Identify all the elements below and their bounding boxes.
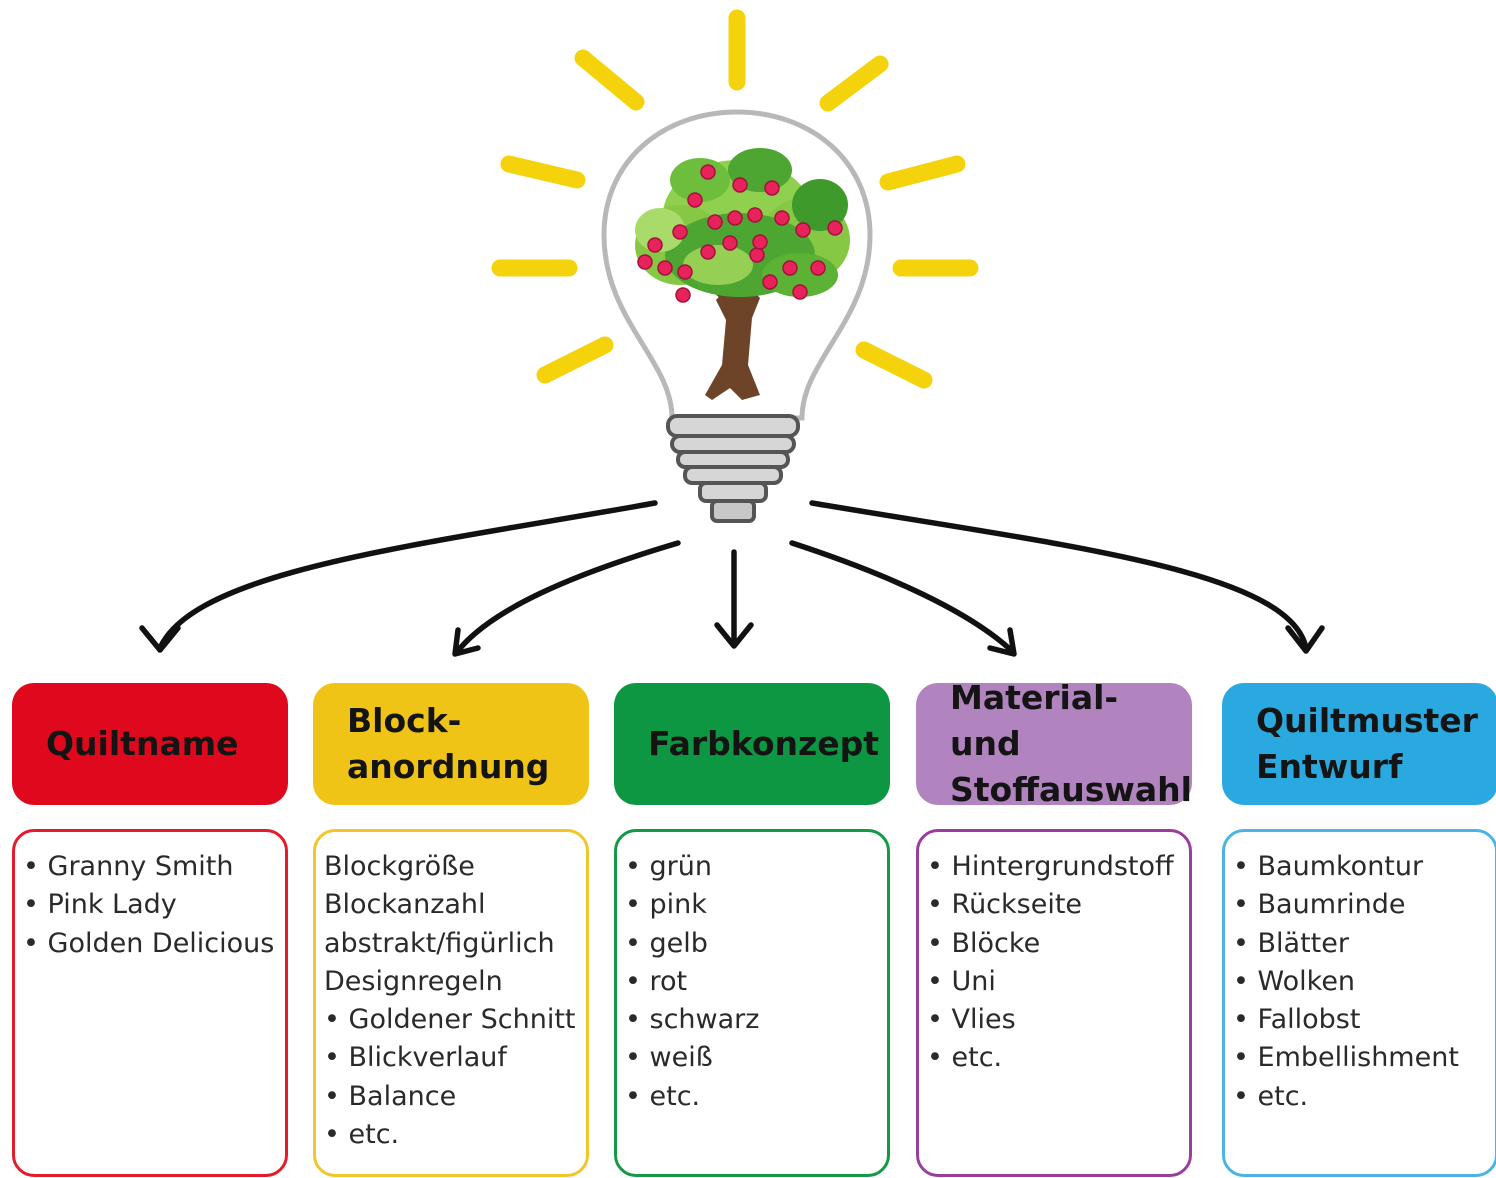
- list-item: rot: [625, 963, 881, 1001]
- list-item: Blockgröße: [324, 851, 475, 882]
- list-item: Fallobst: [1233, 1001, 1489, 1039]
- list-item: Blockanzahl: [324, 889, 486, 921]
- list-item: etc.: [927, 1039, 1183, 1077]
- arrow-to-quiltmuster: [809, 500, 1309, 651]
- list-item: Blöcke: [927, 925, 1183, 963]
- arrowhead-blockanordnung: [452, 627, 481, 657]
- category-title: Farbkonzept: [648, 724, 879, 763]
- category-list: BaumkonturBaumrindeBlätterWolkenFallobst…: [1233, 848, 1489, 1116]
- light-rays: [491, 9, 979, 389]
- category-list-box: grünpinkgelbrotschwarzweißetc.: [614, 829, 890, 1177]
- category-list-box: Granny SmithPink LadyGolden Delicious: [12, 829, 288, 1177]
- category-header: Farbkonzept: [614, 683, 890, 805]
- arrowhead-quiltmuster: [1285, 625, 1325, 654]
- category-list-box: BaumkonturBaumrindeBlätterWolkenFallobst…: [1222, 829, 1496, 1177]
- list-item: gelb: [625, 925, 881, 963]
- arrow-to-blockanordnung: [454, 540, 681, 655]
- category-title: Quiltname: [46, 724, 239, 763]
- category-title: Block- anordnung: [347, 701, 550, 786]
- list-item: weiß: [625, 1039, 881, 1077]
- diagram-artwork: [139, 9, 1325, 657]
- list-item: Blickverlauf: [324, 1039, 580, 1077]
- category-list-box: HintergrundstoffRückseiteBlöckeUniVliese…: [916, 829, 1192, 1177]
- apples: [637, 164, 843, 303]
- arrows: [139, 500, 1325, 657]
- list-item: Baumrinde: [1233, 886, 1489, 924]
- arrowhead-farbkonzept: [714, 622, 754, 649]
- category-header: Quiltmuster Entwurf: [1222, 683, 1496, 805]
- category-header: Block- anordnung: [313, 683, 589, 805]
- list-item: abstrakt/figürlich: [324, 927, 555, 959]
- list-item: Designregeln: [324, 965, 503, 997]
- list-item: Wolken: [1233, 963, 1489, 1001]
- light-ray: [819, 55, 889, 112]
- arrowhead-quiltname: [139, 625, 181, 653]
- light-ray: [855, 341, 933, 389]
- list-item: Golden Delicious: [23, 925, 279, 963]
- category-list: grünpinkgelbrotschwarzweißetc.: [625, 848, 881, 1116]
- list-item: etc.: [625, 1078, 881, 1116]
- list-item: Embellishment: [1233, 1039, 1489, 1077]
- list-item: Rückseite: [927, 886, 1183, 924]
- list-item: Uni: [927, 963, 1183, 1001]
- light-ray: [879, 155, 966, 191]
- light-ray: [536, 336, 614, 384]
- category-list: Granny SmithPink LadyGolden Delicious: [23, 848, 279, 963]
- list-item: Hintergrundstoff: [927, 848, 1183, 886]
- category-quiltname: Quiltname Granny SmithPink LadyGolden De…: [12, 683, 288, 1177]
- list-item: Balance: [324, 1078, 580, 1116]
- list-item: etc.: [1233, 1078, 1489, 1116]
- category-header: Material- und Stoffauswahl: [916, 678, 1192, 809]
- arrow-to-material: [789, 540, 1015, 654]
- list-item: Goldener Schnitt: [324, 1001, 580, 1039]
- light-ray: [500, 155, 586, 189]
- category-list: HintergrundstoffRückseiteBlöckeUniVliese…: [927, 848, 1183, 1078]
- light-ray: [574, 49, 645, 111]
- list-item: Vlies: [927, 1001, 1183, 1039]
- category-material-stoffauswahl: Material- und Stoffauswahl Hintergrundst…: [916, 678, 1192, 1177]
- list-item: pink: [625, 886, 881, 924]
- category-quiltmuster-entwurf: Quiltmuster Entwurf BaumkonturBaumrindeB…: [1222, 683, 1496, 1177]
- list-item: Baumkontur: [1233, 848, 1489, 886]
- arrowhead-material: [987, 627, 1017, 657]
- arrow-to-quiltname: [157, 500, 658, 651]
- list-item: Blätter: [1233, 925, 1489, 963]
- list-item: Pink Lady: [23, 886, 279, 924]
- list-item: Granny Smith: [23, 848, 279, 886]
- list-item: etc.: [324, 1116, 580, 1154]
- category-title: Quiltmuster Entwurf: [1256, 701, 1478, 786]
- list-item: grün: [625, 848, 881, 886]
- list-item: schwarz: [625, 1001, 881, 1039]
- category-title: Material- und Stoffauswahl: [950, 678, 1192, 809]
- category-header: Quiltname: [12, 683, 288, 805]
- category-farbkonzept: Farbkonzept grünpinkgelbrotschwarzweißet…: [614, 683, 890, 1177]
- apple-tree-icon: [635, 148, 850, 400]
